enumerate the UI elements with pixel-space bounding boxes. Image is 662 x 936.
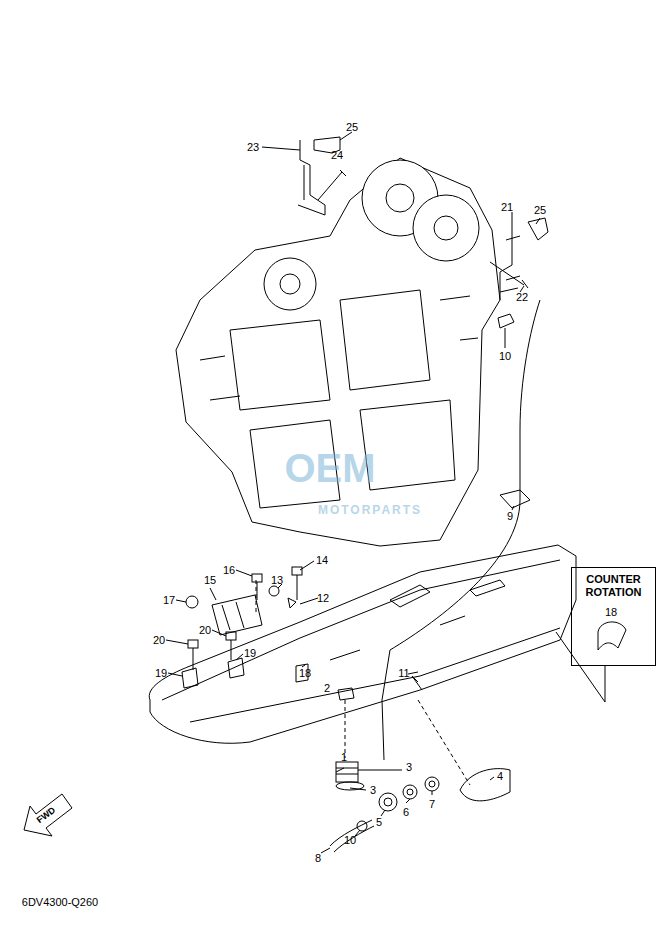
callout-number: 5 (376, 816, 382, 828)
watermark: MOTORPARTS (318, 503, 422, 517)
hose (382, 300, 540, 760)
grommet-1 (336, 762, 358, 782)
bracket-15 (212, 595, 262, 635)
cowling-rim (162, 560, 560, 722)
callout-number: 3 (406, 761, 412, 773)
callout-number: 17 (163, 594, 175, 606)
callout-number: 4 (497, 770, 503, 782)
callout-number: 14 (316, 554, 328, 566)
callout-number: 13 (271, 574, 283, 586)
cowling-detail (330, 580, 505, 660)
fwd-arrow (24, 794, 72, 836)
callout-number: 16 (223, 564, 235, 576)
clamp-9 (500, 490, 530, 508)
callout-number: 7 (429, 798, 435, 810)
callout-number: 18 (299, 667, 311, 679)
bracket-21 (500, 225, 520, 300)
engine-block (176, 158, 500, 546)
callout-number: 8 (315, 852, 321, 864)
callout-number: 23 (247, 141, 259, 153)
callout-number: 15 (204, 574, 216, 586)
bottom-cowling (149, 545, 576, 743)
direction-label: FWD (34, 804, 58, 826)
callout-number: 6 (403, 806, 409, 818)
hose-8 (330, 820, 374, 852)
callout-number: 12 (317, 592, 329, 604)
callout-number: 21 (501, 201, 513, 213)
callout-number: 25 (346, 121, 358, 133)
callout-number: 18 (605, 606, 617, 618)
callout-number: 19 (155, 667, 167, 679)
diagram-code: 6DV4300-Q260 (22, 896, 98, 908)
box-heading: COUNTER ROTATION (572, 568, 655, 599)
callout-number: 9 (507, 510, 513, 522)
callout-number: 24 (331, 149, 343, 161)
callout-number: 2 (324, 682, 330, 694)
watermark: OEM (284, 447, 375, 489)
callout-number: 20 (199, 624, 211, 636)
callout-number: 22 (516, 291, 528, 303)
callout-number: 1 (341, 751, 347, 763)
cap-4 (460, 769, 510, 801)
leader-line (556, 632, 605, 702)
callout-number: 10 (499, 350, 511, 362)
callout-number: 10 (344, 834, 356, 846)
callout-number: 11 (398, 667, 409, 679)
callout-number: 25 (534, 204, 546, 216)
callout-number: 20 (153, 634, 165, 646)
bolt-22 (490, 262, 528, 288)
callout-number: 19 (244, 647, 256, 659)
callout-number: 3 (370, 784, 376, 796)
bolt-24 (318, 170, 346, 200)
